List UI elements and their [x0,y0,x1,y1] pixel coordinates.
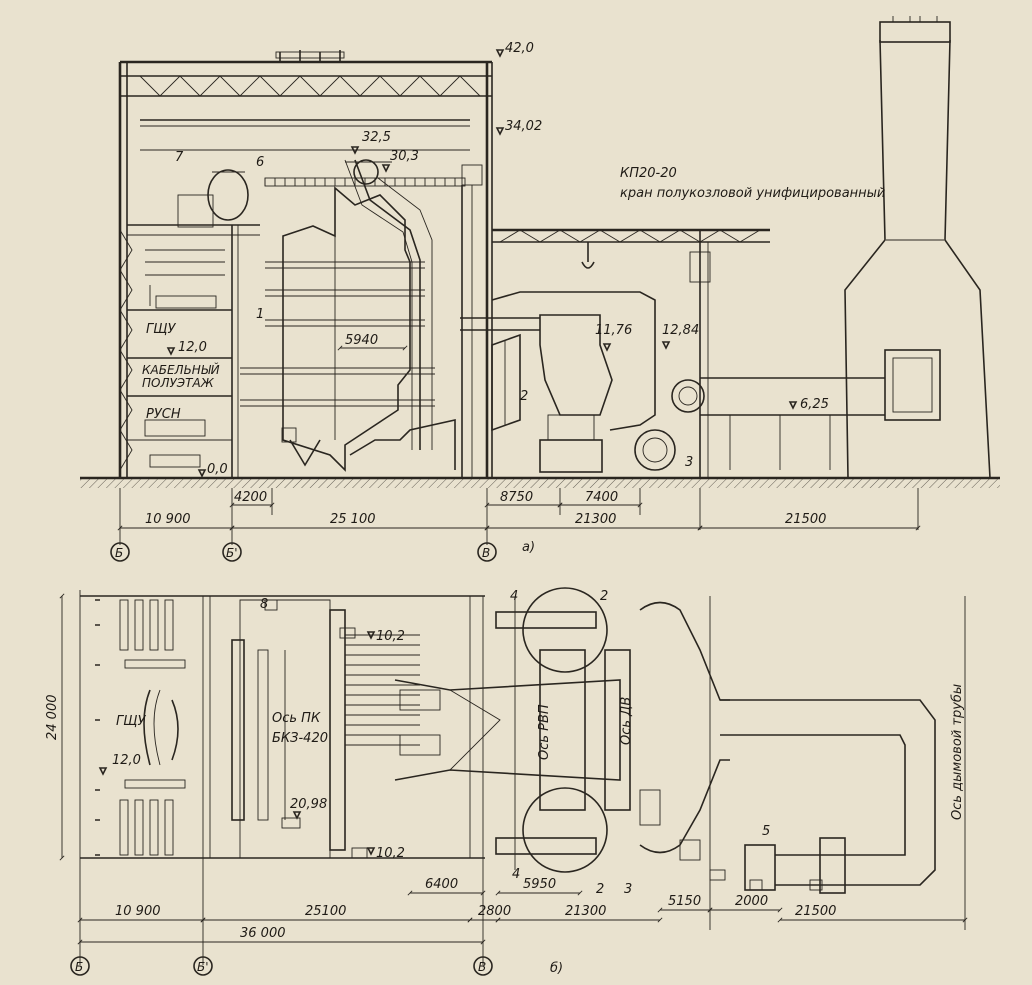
callout-4-top: 4 [510,589,518,604]
axis-b-side: Б [115,546,123,560]
plan-level-bottom: 10,2 [376,846,405,861]
plan-level-mid: 20,98 [290,797,327,812]
callout-8: 8 [260,597,268,612]
control-room-panels [98,599,186,856]
dv-axis: Ось ДВ [619,697,634,745]
axis-b-prime-plan: Б' [197,960,209,974]
callout-2-top: 2 [600,589,608,604]
callout-air-heater: 2 [520,389,528,404]
plan-fans-and-elbows [639,601,730,881]
dim-21300-plan: 21300 [565,904,606,919]
rvp-axis: Ось РВП [537,704,552,760]
callout-boiler: 1 [256,307,264,322]
level-drum-top: 32,5 [362,130,391,145]
boiler-plan [231,599,420,859]
plan-gas-ducts [394,649,631,811]
side-elevation [80,16,1000,562]
boiler-axis-1: Ось ПК [272,711,321,726]
dim-36000: 36 000 [240,926,286,941]
side-dimension-lines [110,488,921,562]
callout-5: 5 [762,824,770,839]
dim-5150: 5150 [668,894,701,909]
level-ground: 0,0 [207,462,228,477]
level-roof: 42,0 [505,41,534,56]
semi-gantry-crane [492,228,770,478]
caption-a: а) [522,540,535,555]
level-flue: 6,25 [800,397,829,412]
flue-duct [700,349,941,470]
dim-7400: 7400 [585,490,618,505]
room-switchgear: РУСН [146,407,181,422]
room-cable-line2: ПОЛУЭТАЖ [142,376,215,390]
axis-v-side: В [482,546,490,560]
crane-code: КП20-20 [620,166,677,181]
level-truss: 34,02 [505,119,542,134]
plan-view [59,587,968,976]
callout-drum: 6 [256,155,264,170]
control-bay [119,169,260,478]
level-markers [166,49,798,478]
dim-4200: 4200 [234,490,267,505]
room-cable-line1: КАБЕЛЬНЫЙ [142,362,220,377]
level-duct-a: 11,76 [595,323,632,338]
axis-b-plan: Б [75,960,83,974]
callout-3: 3 [624,882,632,897]
plan-control-level: 12,0 [112,753,141,768]
draft-fan [634,379,705,471]
plan-air-heaters [495,587,608,873]
callout-4-bottom: 4 [512,867,520,882]
plan-building-outline [59,590,485,965]
chimney [844,16,991,479]
dim-10900: 10 900 [145,512,191,527]
caption-b: б) [550,961,563,976]
axis-b-prime-side: Б' [226,546,238,560]
level-control: 12,0 [178,340,207,355]
dim-21500: 21500 [785,512,826,527]
callout-crane: 7 [175,150,184,165]
deaerator-tank [207,169,249,221]
level-drum: 30,3 [390,149,419,164]
regenerative-air-heater [460,291,656,473]
main-building-frame [118,50,493,478]
dim-5950: 5950 [523,877,556,892]
inner-dim: 5940 [345,333,378,348]
intermediate-columns [461,164,483,478]
plan-width-dim: 24 000 [45,695,60,741]
callout-fan: 3 [685,455,693,470]
dim-25100-plan: 25100 [305,904,346,919]
plan-control: ГЩУ [116,714,146,729]
room-control: ГЩУ [146,322,176,337]
ground-line [80,476,1000,488]
dim-21300: 21300 [575,512,616,527]
level-duct-b: 12,84 [662,323,699,338]
plan-dimension-lines [70,890,968,976]
dim-2800: 2800 [478,904,511,919]
boiler-axis-2: БКЗ-420 [272,731,328,746]
dim-2000: 2000 [735,894,768,909]
dim-10900-plan: 10 900 [115,904,161,919]
dim-21500-plan: 21500 [795,904,836,919]
boiler-drum [353,159,379,185]
callout-2-bottom: 2 [596,882,604,897]
plan-flue-ducts [709,596,966,930]
plan-level-top: 10,2 [376,629,405,644]
dim-6400: 6400 [425,877,458,892]
dim-8750: 8750 [500,490,533,505]
chimney-axis: Ось дымовой трубы [950,684,965,820]
boiler-unit [240,159,466,472]
axis-v-plan: В [478,960,486,974]
dim-25100: 25 100 [330,512,376,527]
crane-name: кран полукозловой унифицированный [620,186,885,201]
